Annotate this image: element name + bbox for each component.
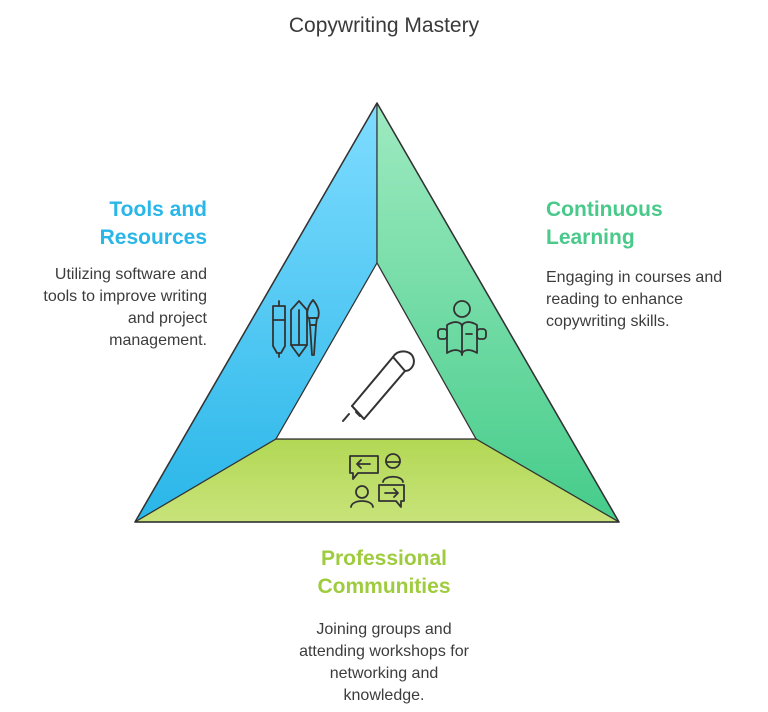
communities-heading: Professional Communities — [234, 545, 534, 601]
learning-description: Engaging in courses and reading to enhan… — [546, 267, 756, 333]
learning-desc-line3: copywriting skills. — [546, 313, 670, 330]
communities-desc-line3: networking and — [329, 665, 439, 682]
tools-desc-line3: and project — [127, 310, 207, 327]
tools-description: Utilizing software and tools to improve … — [0, 264, 207, 352]
learning-heading: Continuous Learning — [546, 196, 663, 252]
communities-heading-line2: Communities — [317, 575, 451, 598]
communities-desc-line4: knowledge. — [343, 687, 425, 704]
tools-desc-line4: management. — [109, 332, 207, 349]
pen-icon — [342, 350, 415, 422]
tools-heading-line2: Resources — [99, 226, 207, 249]
inner-triangle — [275, 262, 477, 440]
learning-heading-line2: Learning — [546, 226, 635, 249]
communities-description: Joining groups and attending workshops f… — [234, 619, 534, 707]
learning-desc-line2: reading to enhance — [546, 291, 683, 308]
learning-heading-line1: Continuous — [546, 198, 663, 221]
learning-desc-line1: Engaging in courses and — [546, 269, 723, 286]
pens-and-brush-icon — [272, 299, 320, 358]
person-reading-book-icon — [437, 300, 487, 356]
people-conversation-icon — [349, 453, 405, 508]
diagram-title: Copywriting Mastery — [288, 14, 480, 37]
communities-desc-line1: Joining groups and — [316, 621, 452, 638]
tools-heading: Tools and Resources — [100, 196, 207, 252]
tools-desc-line2: tools to improve writing — [43, 288, 207, 305]
tools-desc-line1: Utilizing software and — [54, 266, 207, 283]
communities-desc-line2: attending workshops for — [299, 643, 469, 660]
communities-heading-line1: Professional — [320, 547, 448, 570]
tools-heading-line1: Tools and — [109, 198, 207, 221]
